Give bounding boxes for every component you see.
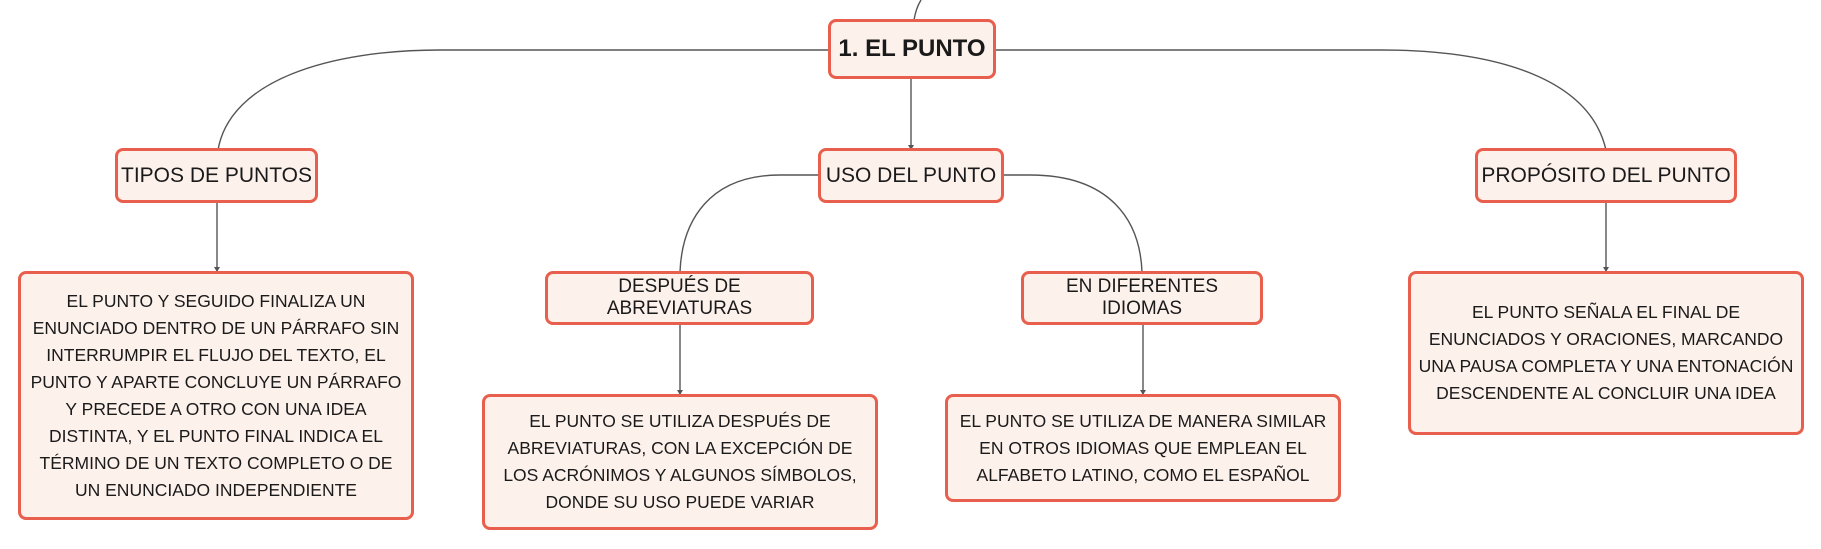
leaf-proposito-del-punto[interactable]: EL PUNTO SEÑALA EL FINAL DE ENUNCIADOS Y… <box>1408 271 1804 435</box>
branch-label: USO DEL PUNTO <box>825 163 997 187</box>
leaf-text: EL PUNTO SE UTILIZA DE MANERA SIMILAR EN… <box>959 410 1327 485</box>
connector-uso-idiomas <box>1003 174 1143 273</box>
leaf-en-diferentes-idiomas[interactable]: EL PUNTO SE UTILIZA DE MANERA SIMILAR EN… <box>945 394 1341 502</box>
arrowhead <box>677 390 683 395</box>
branch-label: PROPÓSITO DEL PUNTO <box>1481 163 1731 187</box>
leaf-text: EL PUNTO SE UTILIZA DESPUÉS DE ABREVIATU… <box>503 411 857 512</box>
arrowhead <box>1140 390 1146 395</box>
subbranch-despues-de-abreviaturas[interactable]: DESPUÉS DE ABREVIATURAS <box>545 271 814 325</box>
branch-proposito-del-punto[interactable]: PROPÓSITO DEL PUNTO <box>1475 148 1737 203</box>
leaf-despues-de-abreviaturas[interactable]: EL PUNTO SE UTILIZA DESPUÉS DE ABREVIATU… <box>482 394 878 530</box>
arrowhead <box>214 267 220 272</box>
arrowhead <box>1603 267 1609 272</box>
branch-uso-del-punto[interactable]: USO DEL PUNTO <box>818 148 1004 203</box>
connector-root-proposito <box>995 49 1607 151</box>
parent-connector <box>913 0 922 21</box>
subbranch-en-diferentes-idiomas[interactable]: EN DIFERENTES IDIOMAS <box>1021 271 1263 325</box>
arrowhead <box>908 145 914 150</box>
branch-tipos-de-puntos[interactable]: TIPOS DE PUNTOS <box>115 148 318 203</box>
root-label: 1. EL PUNTO <box>838 35 986 62</box>
leaf-text: EL PUNTO SEÑALA EL FINAL DE ENUNCIADOS Y… <box>1418 302 1794 403</box>
leaf-tipos-de-puntos[interactable]: EL PUNTO Y SEGUIDO FINALIZA UN ENUNCIADO… <box>18 271 414 520</box>
subbranch-label: EN DIFERENTES IDIOMAS <box>1065 276 1219 319</box>
leaf-text: EL PUNTO Y SEGUIDO FINALIZA UN ENUNCIADO… <box>30 290 402 500</box>
subbranch-label: DESPUÉS DE ABREVIATURAS <box>606 276 753 319</box>
connector-uso-despues <box>679 174 820 273</box>
connector-root-tipos <box>217 49 830 151</box>
branch-label: TIPOS DE PUNTOS <box>121 163 312 187</box>
root-node[interactable]: 1. EL PUNTO <box>828 19 996 79</box>
